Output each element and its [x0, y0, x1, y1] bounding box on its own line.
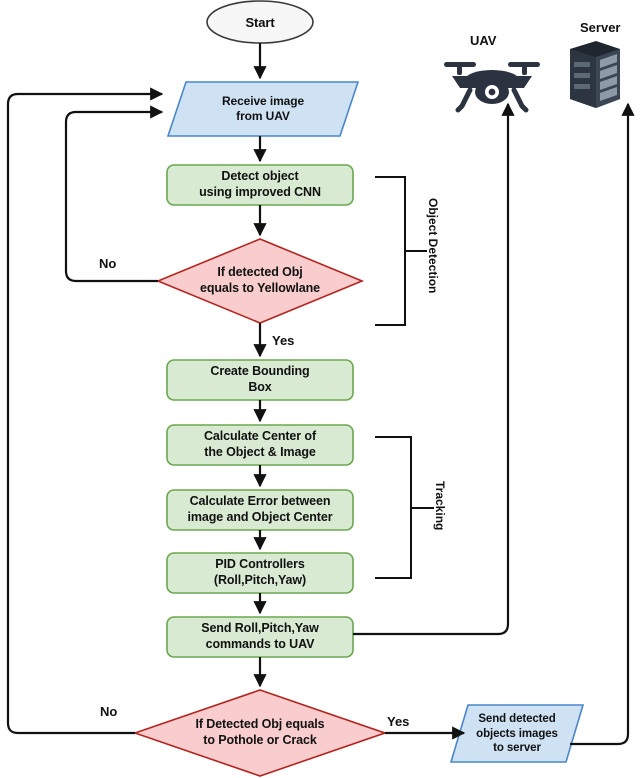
group-label-tracking: Tracking: [433, 481, 447, 531]
bracket-object-detection: [375, 176, 427, 326]
shape-receive-image[interactable]: [166, 81, 360, 137]
edge-send-commands-to-uav: [353, 102, 515, 636]
edge-label-pothole-yes: Yes: [387, 714, 410, 729]
edge-yellowlane-no-loop: [64, 105, 164, 283]
shape-calculate-center[interactable]: [166, 424, 354, 466]
shape-create-bounding-box[interactable]: [166, 359, 354, 401]
bracket-tracking: [375, 436, 434, 579]
edge-label-pothole-no: No: [100, 704, 118, 719]
shape-is-yellowlane[interactable]: [155, 238, 365, 324]
drone-icon: [444, 62, 540, 113]
shape-detect-object[interactable]: [166, 164, 354, 206]
edge-label-yellowlane-yes: Yes: [272, 333, 295, 348]
shape-calculate-error[interactable]: [166, 489, 354, 531]
edge-pothole-no-loop: [6, 87, 164, 735]
device-label-server: Server: [580, 20, 621, 35]
shape-send-commands[interactable]: [166, 616, 354, 658]
shape-pid-controllers[interactable]: [166, 552, 354, 594]
edge-send-images-to-server: [570, 102, 635, 746]
edge-label-yellowlane-no: No: [99, 256, 117, 271]
shape-send-images[interactable]: [449, 704, 585, 763]
group-label-object-detection: Object Detection: [426, 198, 440, 294]
shape-start[interactable]: [206, 0, 314, 44]
server-rack-icon: [570, 41, 620, 108]
device-label-uav: UAV: [470, 33, 497, 48]
shape-is-pothole[interactable]: [132, 689, 388, 777]
